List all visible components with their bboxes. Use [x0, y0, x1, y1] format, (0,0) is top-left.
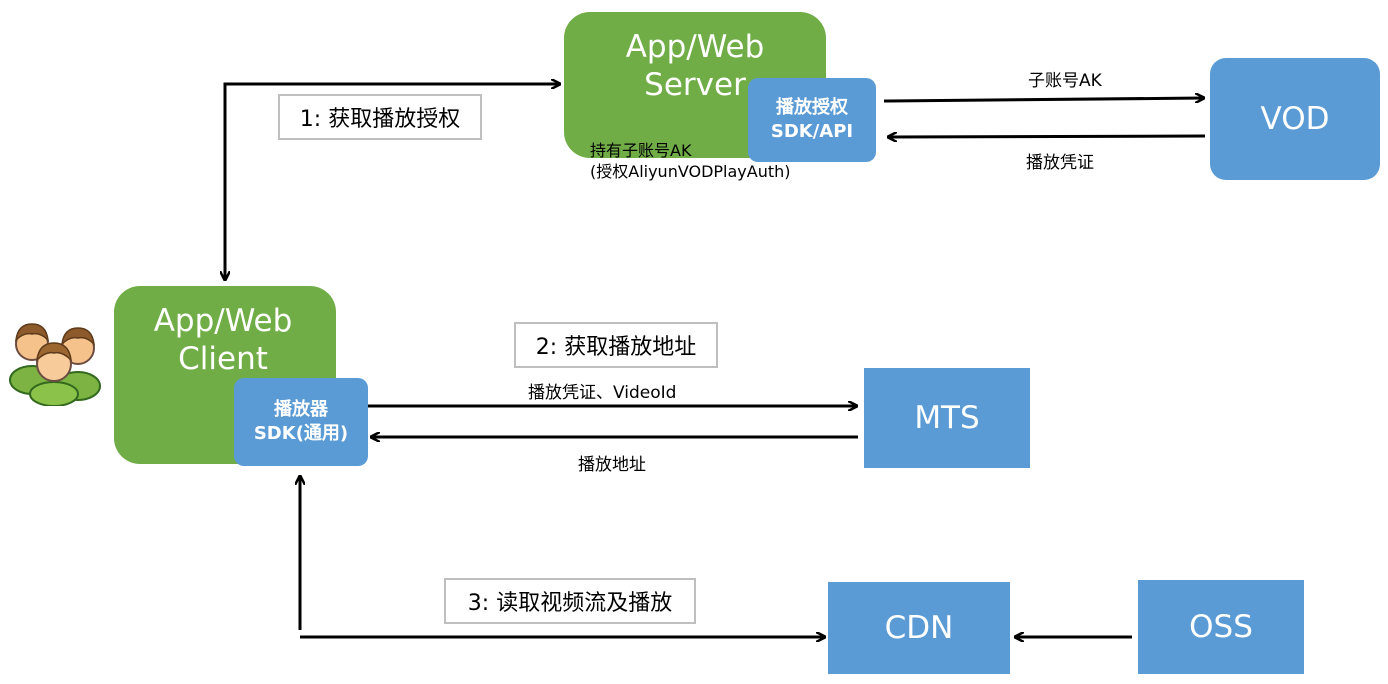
server-title-line1: App/Web — [625, 29, 765, 65]
server-to-vod-arrow — [883, 98, 1204, 101]
vod-label: VOD — [1260, 101, 1330, 137]
server-auth-sdk-box: 播放授权 SDK/API — [748, 78, 876, 162]
server-note-line2: (授权AliyunVODPlayAuth) — [590, 162, 791, 181]
step1-label: 1: 获取播放授权 — [278, 94, 482, 140]
mts-label: MTS — [914, 400, 980, 436]
client-title-line1: App/Web — [153, 303, 293, 339]
client-sdk-line1: 播放器 — [274, 399, 328, 420]
oss-box: OSS — [1138, 580, 1304, 674]
cdn-label: CDN — [884, 610, 954, 646]
step3-label: 3: 读取视频流及播放 — [444, 578, 696, 624]
vod-box: VOD — [1210, 58, 1380, 180]
client-title-line2: Client — [178, 341, 268, 377]
vod-to-server-arrow — [888, 136, 1206, 137]
mts-box: MTS — [864, 368, 1030, 468]
step2-label: 2: 获取播放地址 — [514, 322, 718, 368]
server-note-line1: 持有子账号AK — [590, 141, 692, 160]
server-sdk-line2: SDK/API — [770, 121, 854, 142]
vod-to-server-label: 播放凭证 — [1026, 153, 1094, 173]
client-player-sdk-box: 播放器 SDK(通用) — [234, 378, 368, 466]
server-sdk-line1: 播放授权 — [776, 97, 848, 118]
client-sdk-line2: SDK(通用) — [253, 423, 349, 444]
users-icon — [6, 318, 102, 407]
server-to-vod-label: 子账号AK — [1028, 71, 1102, 91]
client-to-mts-label: 播放凭证、VideoId — [528, 383, 677, 403]
server-note: 持有子账号AK (授权AliyunVODPlayAuth) — [590, 140, 791, 182]
cdn-box: CDN — [828, 582, 1010, 674]
server-title-line2: Server — [644, 67, 746, 103]
mts-to-client-label: 播放地址 — [578, 455, 646, 475]
oss-label: OSS — [1189, 609, 1253, 645]
